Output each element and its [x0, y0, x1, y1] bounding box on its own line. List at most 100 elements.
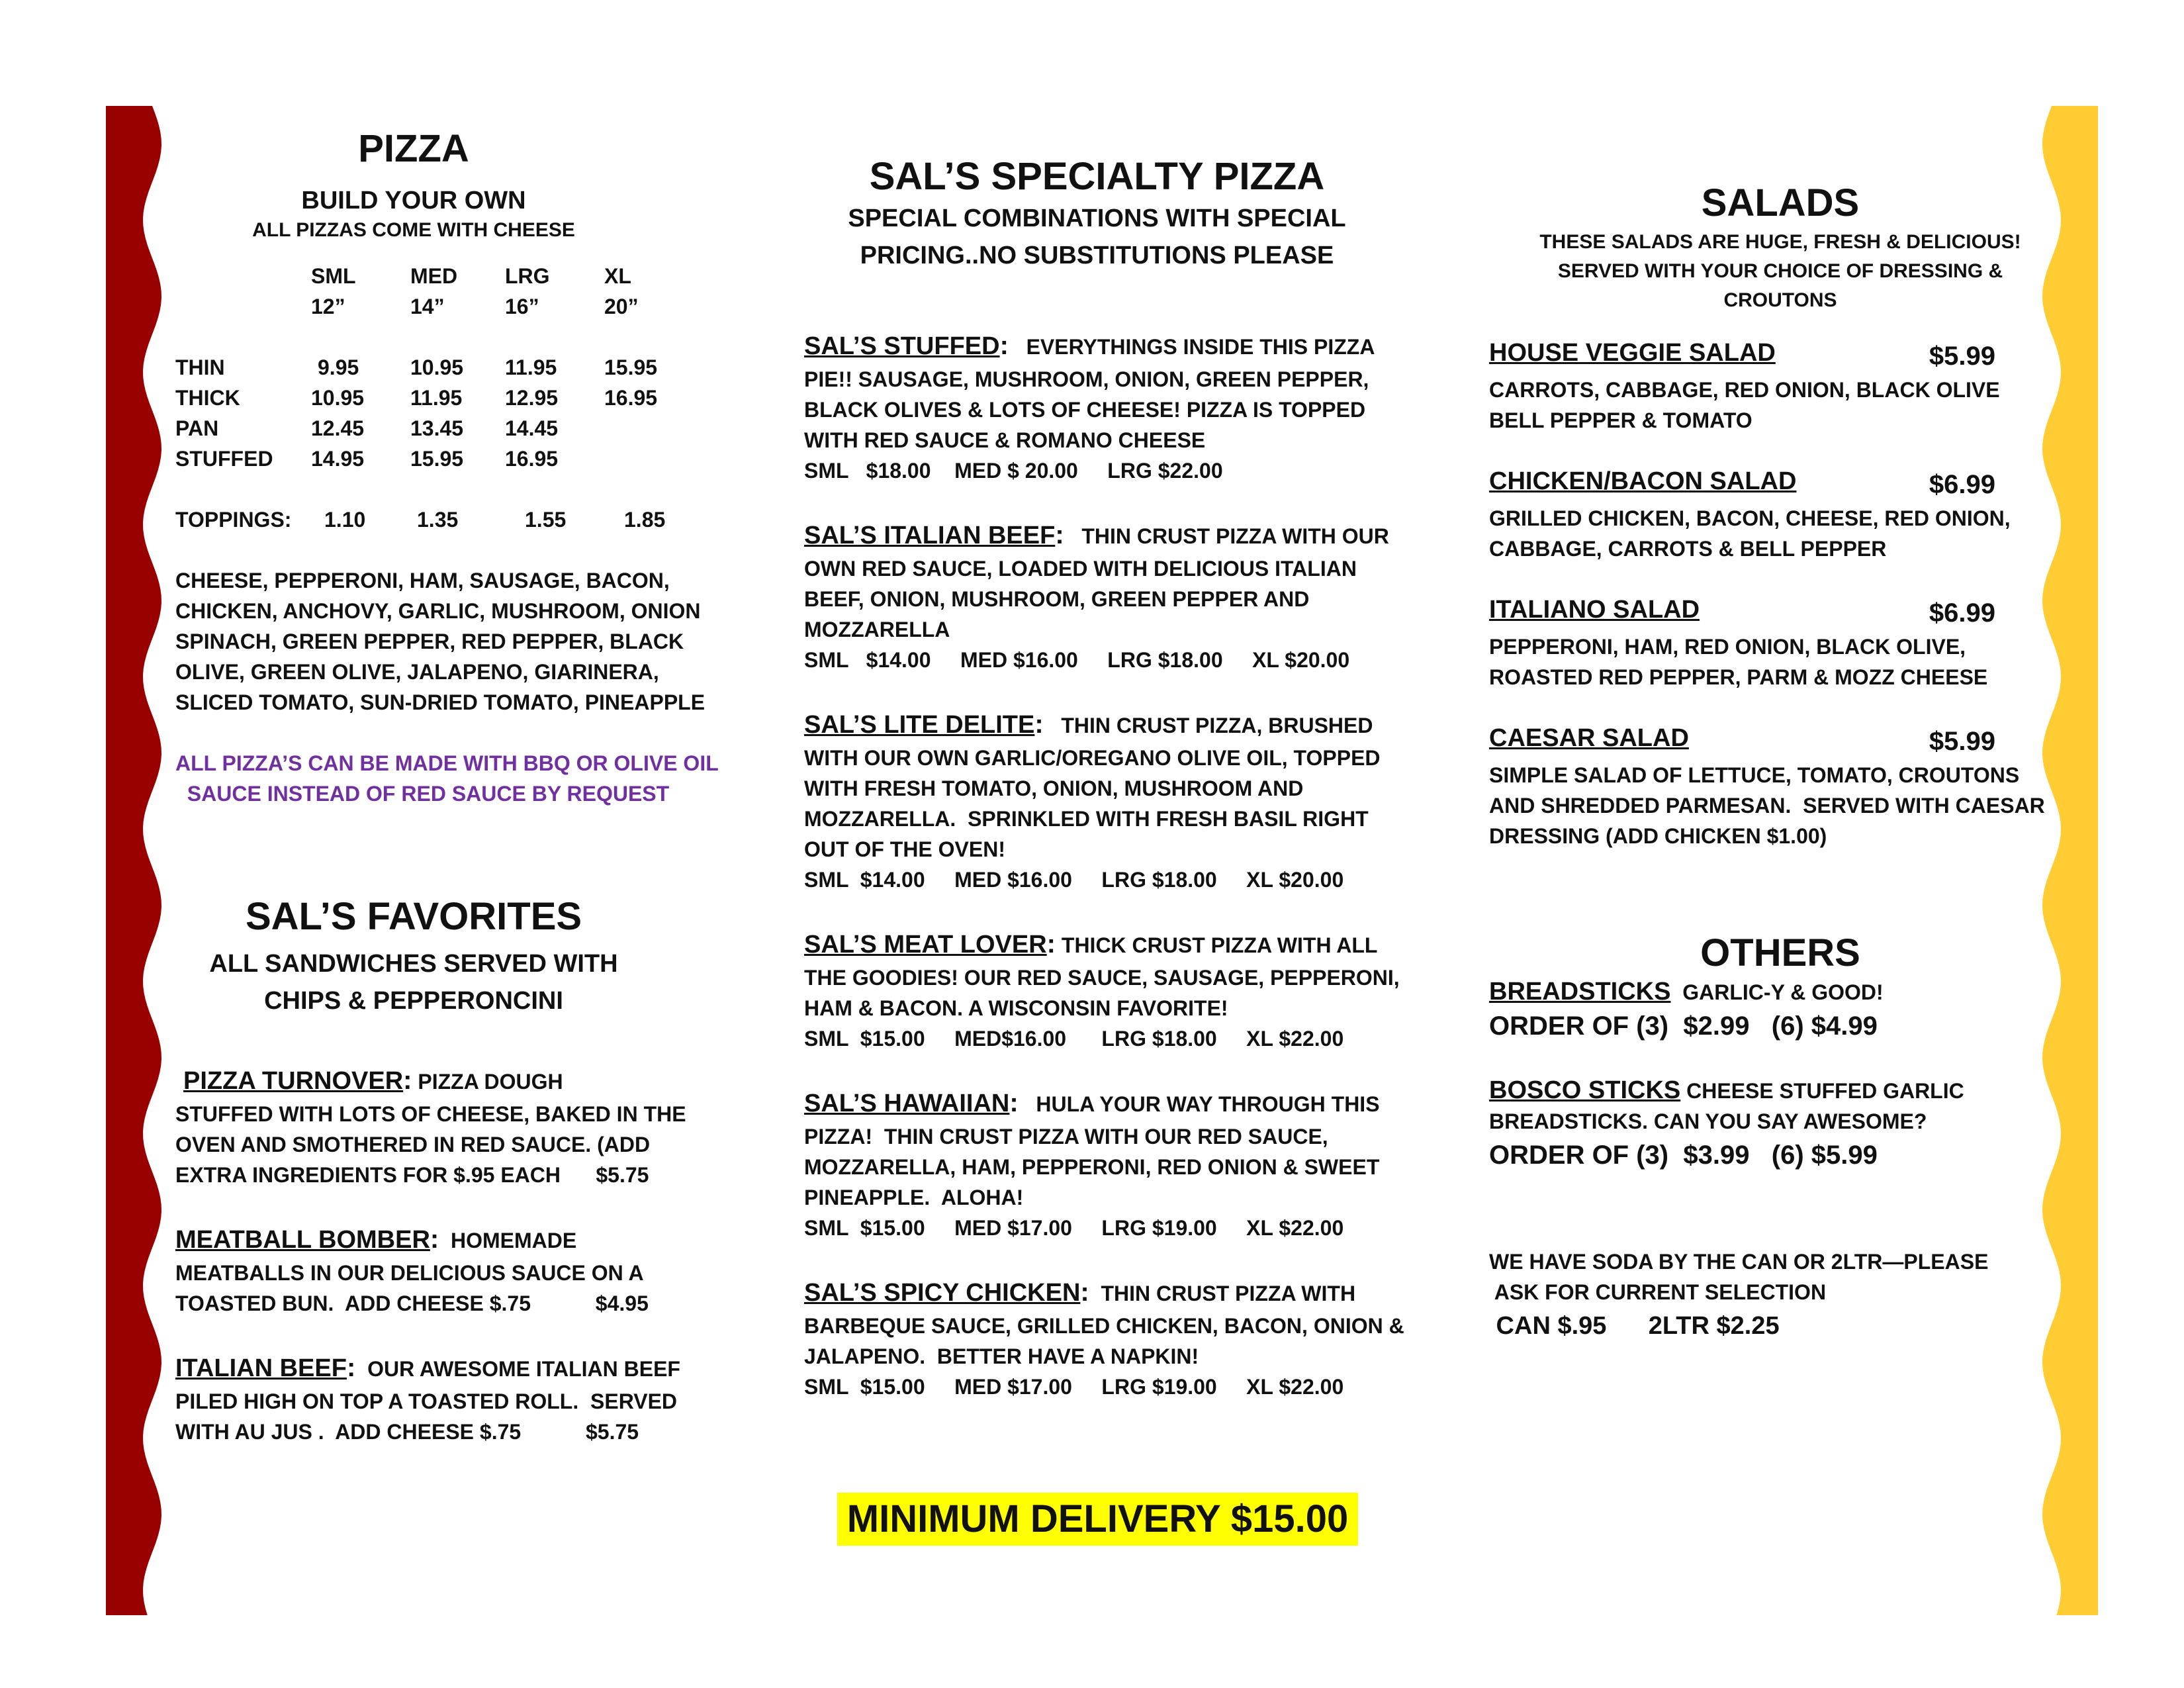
specialty-subtitle-1: SPECIAL COMBINATIONS WITH SPECIAL [848, 205, 1346, 232]
size-row: SML MED LRG XL [175, 261, 690, 291]
item-desc-line: HAM & BACON. A WISCONSIN FAVORITE! [804, 996, 1228, 1020]
item-name: SAL’S ITALIAN BEEF [804, 522, 1056, 549]
right-wave-border [2042, 106, 2098, 1615]
pizza-section: PIZZA BUILD YOUR OWN ALL PIZZAS COME WIT… [175, 126, 719, 809]
item-desc: THIN CRUST PIZZA WITH [1089, 1282, 1356, 1305]
salads-title: SALADS [1701, 181, 1860, 224]
item-first-line: SAL’S MEAT LOVER: THICK CRUST PIZZA WITH… [804, 925, 1400, 962]
item-desc: EVERYTHINGS INSIDE THIS PIZZA [1008, 335, 1375, 359]
salad-desc-line: AND SHREDDED PARMESAN. SERVED WITH CAESA… [1489, 794, 2045, 818]
item-desc-line: WITH FRESH TOMATO, ONION, MUSHROOM AND [804, 776, 1304, 800]
salad-price: $6.99 [1929, 470, 1995, 499]
others-desc: GARLIC-Y & GOOD! [1670, 980, 1884, 1004]
crust-row-thick: THICK 10.95 11.95 12.95 16.95 [175, 383, 690, 413]
toppings-label: TOPPINGS: [175, 508, 292, 532]
favorite-item-italian-beef: ITALIAN BEEF: OUR AWESOME ITALIAN BEEF P… [175, 1349, 718, 1447]
soda-line: WE HAVE SODA BY THE CAN OR 2LTR—PLEASE [1489, 1250, 1989, 1274]
price-cell: 11.95 [505, 355, 557, 379]
toppings-line: CHICKEN, ANCHOVY, GARLIC, MUSHROOM, ONIO… [175, 599, 701, 623]
item-name: SAL’S LITE DELITE [804, 711, 1035, 739]
specialty-item: SAL’S MEAT LOVER: THICK CRUST PIZZA WITH… [804, 925, 1400, 1054]
topping-price: 1.55 [525, 508, 567, 532]
others-item: BREADSTICKS GARLIC-Y & GOOD!ORDER OF (3)… [1489, 976, 2032, 1045]
favorite-item-meatball: MEATBALL BOMBER: HOMEMADE MEATBALLS IN O… [175, 1221, 718, 1319]
item-name: SAL’S HAWAIIAN [804, 1090, 1010, 1117]
salad-desc-line: PEPPERONI, HAM, RED ONION, BLACK OLIVE, [1489, 635, 1966, 659]
salad-price: $5.99 [1929, 727, 1995, 756]
salad-head: CAESAR SALAD$5.99 [1489, 723, 1995, 760]
inch-lrg: 16” [505, 295, 539, 318]
salad-head: ITALIANO SALAD $6.99 [1489, 594, 1995, 632]
item-desc: OUR AWESOME ITALIAN BEEF [355, 1357, 680, 1381]
crust-row-thin: THIN 9.95 10.95 11.95 15.95 [175, 352, 690, 383]
item-first-line: SAL’S STUFFED: EVERYTHINGS INSIDE THIS P… [804, 327, 1400, 364]
item-colon: : [1009, 1088, 1019, 1117]
toppings-line: CHEESE, PEPPERONI, HAM, SAUSAGE, BACON, [175, 569, 670, 592]
item-desc: HULA YOUR WAY THROUGH THIS [1018, 1092, 1380, 1116]
favorite-item-turnover: PIZZA TURNOVER: PIZZA DOUGH STUFFED WITH… [175, 1062, 718, 1190]
favorites-subtitle-1: ALL SANDWICHES SERVED WITH [209, 950, 618, 978]
soda-prices: CAN $.95 2LTR $2.25 [1489, 1312, 1780, 1340]
salads-subtitle-1: THESE SALADS ARE HUGE, FRESH & DELICIOUS… [1539, 231, 2021, 253]
item-first-line: SAL’S SPICY CHICKEN: THIN CRUST PIZZA WI… [804, 1274, 1400, 1311]
item-desc-line: WITH RED SAUCE & ROMANO CHEESE [804, 428, 1206, 452]
specialty-title: SAL’S SPECIALTY PIZZA [869, 155, 1325, 198]
favorites-subtitle-2: CHIPS & PEPPERONCINI [264, 987, 563, 1015]
price-cell: 10.95 [311, 386, 365, 410]
item-first-line: SAL’S HAWAIIAN: HULA YOUR WAY THROUGH TH… [804, 1084, 1400, 1121]
specialty-subtitle-2: PRICING..NO SUBSTITUTIONS PLEASE [860, 242, 1334, 269]
price-cell: 9.95 [318, 355, 359, 379]
salad-desc-line: BELL PEPPER & TOMATO [1489, 408, 1752, 432]
pizza-title: PIZZA [358, 127, 469, 170]
specialty-item: SAL’S LITE DELITE: THIN CRUST PIZZA, BRU… [804, 706, 1400, 895]
others-first-line: BOSCO STICKS CHEESE STUFFED GARLIC [1489, 1075, 2032, 1106]
others-first-line: BREADSTICKS GARLIC-Y & GOOD! [1489, 976, 2032, 1008]
inch-sml: 12” [311, 295, 345, 318]
price-cell: 16.95 [604, 386, 658, 410]
specialty-item: SAL’S STUFFED: EVERYTHINGS INSIDE THIS P… [804, 327, 1400, 486]
crust-row-stuffed: STUFFED 14.95 15.95 16.95 [175, 444, 690, 474]
item-desc-line: SML $15.00 MED $17.00 LRG $19.00 XL $22.… [804, 1216, 1344, 1240]
inch-row: 12” 14” 16” 20” [175, 291, 690, 322]
item-name: MEATBALL BOMBER [175, 1226, 430, 1254]
salad-name: CHICKEN/BACON SALAD [1489, 467, 1797, 495]
item-desc-line: SML $18.00 MED $ 20.00 LRG $22.00 [804, 459, 1223, 483]
salads-subtitle-3: CROUTONS [1723, 289, 1837, 311]
soda-line: ASK FOR CURRENT SELECTION [1489, 1280, 1827, 1304]
item-desc: MEATBALLS IN OUR DELICIOUS SAUCE ON A [175, 1261, 644, 1285]
salad-name: ITALIANO SALAD [1489, 596, 1700, 624]
item-desc-line: THE GOODIES! OUR RED SAUCE, SAUSAGE, PEP… [804, 966, 1400, 990]
salad-desc-line: CABBAGE, CARROTS & BELL PEPPER [1489, 537, 1887, 561]
sauce-note: ALL PIZZA’S CAN BE MADE WITH BBQ OR OLIV… [175, 748, 719, 809]
sauce-note-line: SAUCE INSTEAD OF RED SAUCE BY REQUEST [175, 782, 670, 806]
sauce-note-line: ALL PIZZA’S CAN BE MADE WITH BBQ OR OLIV… [175, 751, 719, 775]
price-cell: 15.95 [604, 355, 658, 379]
others-section: OTHERS BREADSTICKS GARLIC-Y & GOOD!ORDER… [1489, 930, 2032, 1344]
crust-label: THIN [175, 355, 225, 379]
salad-price: $6.99 [1929, 598, 1995, 628]
crust-row-pan: PAN 12.45 13.45 14.45 [175, 413, 690, 444]
others-title: OTHERS [1700, 931, 1860, 974]
others-order: ORDER OF (3) $3.99 (6) $5.99 [1489, 1141, 1878, 1170]
item-name: SAL’S MEAT LOVER [804, 931, 1047, 959]
item-colon: : [346, 1353, 356, 1382]
inch-xl: 20” [604, 295, 639, 318]
specialty-item: SAL’S HAWAIIAN: HULA YOUR WAY THROUGH TH… [804, 1084, 1400, 1243]
price-cell: 12.45 [311, 416, 365, 440]
item-desc: EXTRA INGREDIENTS FOR $.95 EACH $5.75 [175, 1163, 649, 1187]
item-colon: : [403, 1066, 412, 1095]
toppings-list: CHEESE, PEPPERONI, HAM, SAUSAGE, BACON, … [175, 565, 718, 718]
item-desc-line: PIE!! SAUSAGE, MUSHROOM, ONION, GREEN PE… [804, 367, 1369, 391]
item-colon: : [1046, 929, 1056, 959]
item-colon: : [1080, 1278, 1089, 1307]
item-desc: STUFFED WITH LOTS OF CHEESE, BAKED IN TH… [175, 1102, 686, 1126]
salad-desc-line: SIMPLE SALAD OF LETTUCE, TOMATO, CROUTON… [1489, 763, 2020, 787]
salad-desc-line: ROASTED RED PEPPER, PARM & MOZZ CHEESE [1489, 665, 1988, 689]
item-desc: HOMEMADE [439, 1229, 577, 1252]
specialty-items: SAL’S STUFFED: EVERYTHINGS INSIDE THIS P… [804, 327, 1404, 1402]
